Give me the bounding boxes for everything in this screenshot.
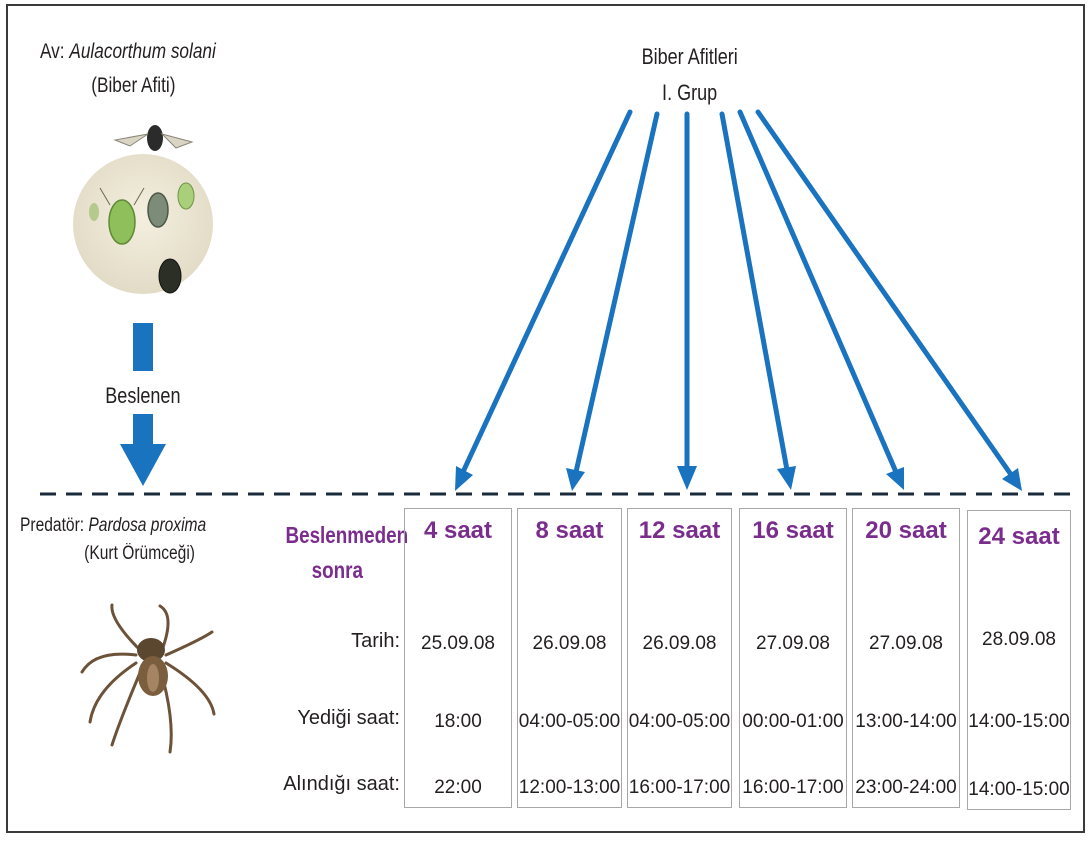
arrow-8-saat — [576, 114, 657, 472]
arrowhead-24-saat — [1002, 468, 1022, 491]
arrowhead-12-saat — [677, 466, 697, 490]
feed-arrow-shaft-bottom — [133, 414, 153, 444]
group-arrowheads — [455, 466, 1022, 491]
feed-arrow-shaft-top — [133, 323, 153, 371]
group-arrows — [463, 112, 1012, 476]
arrow-20-saat — [740, 112, 896, 472]
arrowhead-16-saat — [777, 466, 796, 490]
arrow-24-saat — [758, 112, 1012, 476]
arrow-4-saat — [463, 112, 630, 472]
arrow-16-saat — [722, 114, 787, 470]
spider-body — [137, 638, 168, 696]
feed-arrow-head — [120, 444, 166, 486]
aphids-illustration — [73, 125, 213, 294]
arrowhead-8-saat — [566, 468, 585, 491]
